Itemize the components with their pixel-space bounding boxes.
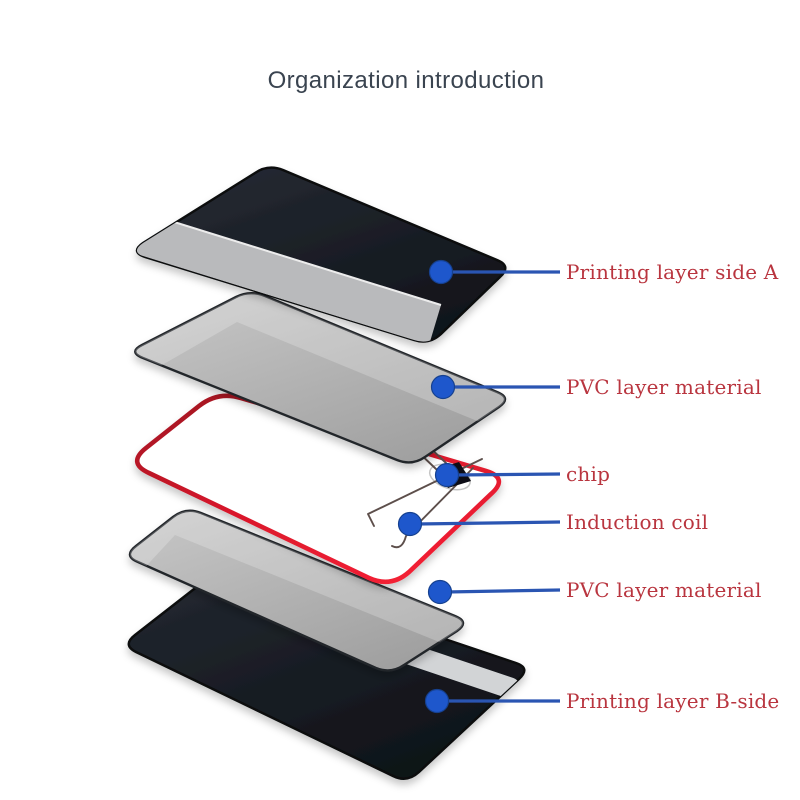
callout-line (445, 588, 561, 594)
callout-printing-layer-b: Printing layer B-side (424, 688, 779, 714)
card-edge-strip-highlight (141, 211, 442, 306)
callout-label: PVC layer material (566, 578, 762, 602)
printing-layer-a-card (135, 166, 507, 343)
callout-pvc-layer-top: PVC layer material (430, 374, 762, 400)
callout-induction-coil: Induction coil (397, 510, 708, 537)
callout-printing-layer-a: Printing layer side A (428, 259, 779, 285)
card-gloss-highlight (129, 510, 464, 650)
callout-line (452, 472, 561, 477)
pvc-layer-bottom-card (128, 509, 465, 672)
callout-dot (428, 259, 454, 285)
callout-dot (424, 688, 450, 714)
coil-wire-lower (391, 467, 474, 549)
card-gloss-highlight (135, 293, 506, 430)
callout-dot (397, 511, 423, 537)
callout-dot (430, 374, 456, 400)
callout-dot (434, 462, 460, 488)
card-edge-strip (136, 212, 441, 342)
callout-label: PVC layer material (566, 375, 762, 399)
callout-line (416, 520, 561, 526)
callout-label: Printing layer side A (566, 260, 779, 284)
callout-label: Induction coil (566, 510, 708, 534)
pvc-layer-top-card (134, 292, 507, 464)
callout-label: chip (566, 462, 610, 486)
callout-pvc-layer-bottom: PVC layer material (427, 578, 762, 605)
page-title: Organization introduction (268, 67, 545, 94)
callout-chip: chip (434, 462, 610, 488)
callout-label: Printing layer B-side (566, 689, 779, 713)
callout-dot (427, 579, 453, 605)
